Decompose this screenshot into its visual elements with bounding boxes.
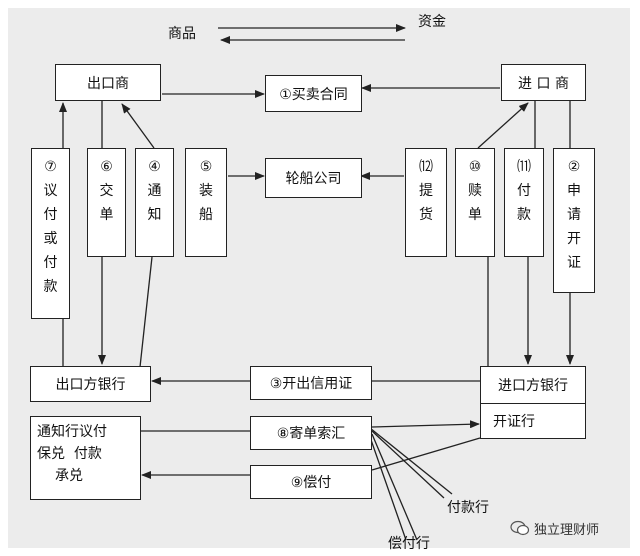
exporter-box: 出口商 [55, 64, 161, 101]
legend-goods-label: 商品 [168, 26, 196, 42]
step6-box: ⑥ 交 单 [87, 148, 126, 257]
advising-bank-line: 保兑 付款 [37, 446, 102, 462]
advise-lc-box: ③开出信用证 [250, 366, 372, 400]
step10-char: 赎 [468, 183, 482, 199]
step4-to-exporter-arrow [121, 103, 155, 149]
step10-char: 单 [468, 207, 482, 223]
importer-box: 进 口 商 [501, 64, 586, 101]
step6-char: 交 [99, 183, 114, 199]
advising-bank-line: 承兑 [55, 468, 83, 484]
issuing-bank-box: 开证行 [480, 403, 586, 439]
reimbursing-bank-label: 偿付行 [388, 536, 430, 552]
step7-box: ⑦ 议 付 或 付 款 [31, 148, 70, 319]
step10-num: ⑩ [468, 159, 482, 175]
step2-box: ② 申 请 开 证 [553, 148, 595, 293]
docs-to-issuing-arrow [371, 420, 480, 429]
fan-line-1 [369, 427, 453, 495]
watermark-text: 独立理财师 [534, 523, 600, 538]
step12-box: ⑿ 提 货 [405, 148, 447, 257]
step10-box: ⑩ 赎 单 [455, 148, 495, 257]
contract-box: ①买卖合同 [265, 75, 362, 112]
step12-char: 提 [419, 183, 433, 199]
shipping-company-box: 轮船公司 [265, 158, 362, 198]
step2-char: 请 [567, 207, 581, 223]
step2-char: 证 [567, 255, 581, 271]
step5-char: 船 [199, 207, 213, 223]
step7-char: 议 [43, 183, 58, 199]
step10-to-importer-arrow [477, 102, 529, 149]
step7-char: 或 [43, 231, 58, 247]
step4-box: ④ 通 知 [135, 148, 174, 257]
step2-num: ② [567, 159, 581, 175]
step7-char: 付 [43, 255, 58, 271]
step4-char: 知 [147, 207, 162, 223]
step4-char: 通 [147, 183, 162, 199]
step2-char: 申 [567, 183, 581, 199]
fan-line-3 [371, 433, 418, 541]
step5-num: ⑤ [199, 159, 213, 175]
send-docs-box: ⑧寄单索汇 [250, 416, 372, 450]
step12-num: ⑿ [419, 159, 433, 175]
step7-char: 付 [43, 207, 58, 223]
reimburse-box: ⑨偿付 [250, 465, 372, 499]
fan-line-4 [369, 436, 407, 541]
step6-num: ⑥ [100, 159, 113, 175]
importer-bank-box: 进口方银行 [480, 366, 586, 404]
bank-to-step4-line [139, 256, 153, 368]
paying-bank-label: 付款行 [447, 500, 489, 516]
wechat-icon [510, 520, 530, 536]
step6-char: 单 [99, 207, 114, 223]
advising-bank-line: 通知行议付 [37, 424, 107, 440]
step2-char: 开 [567, 231, 581, 247]
exporter-bank-box: 出口方银行 [30, 366, 151, 402]
step11-num: ⑾ [517, 159, 531, 175]
step7-char: 款 [43, 279, 58, 295]
step11-char: 付 [517, 183, 531, 199]
advising-bank-box: 通知行议付 保兑 付款 承兑 [30, 416, 141, 500]
legend-funds-label: 资金 [418, 14, 446, 30]
reimburse-from-issuing-line [371, 437, 481, 471]
step4-num: ④ [148, 159, 161, 175]
step5-char: 装 [199, 183, 213, 199]
step11-char: 款 [517, 207, 531, 223]
step7-num: ⑦ [44, 159, 57, 175]
fan-line-2 [371, 430, 445, 499]
step5-box: ⑤ 装 船 [185, 148, 227, 257]
step11-box: ⑾ 付 款 [504, 148, 544, 257]
step12-char: 货 [419, 207, 433, 223]
